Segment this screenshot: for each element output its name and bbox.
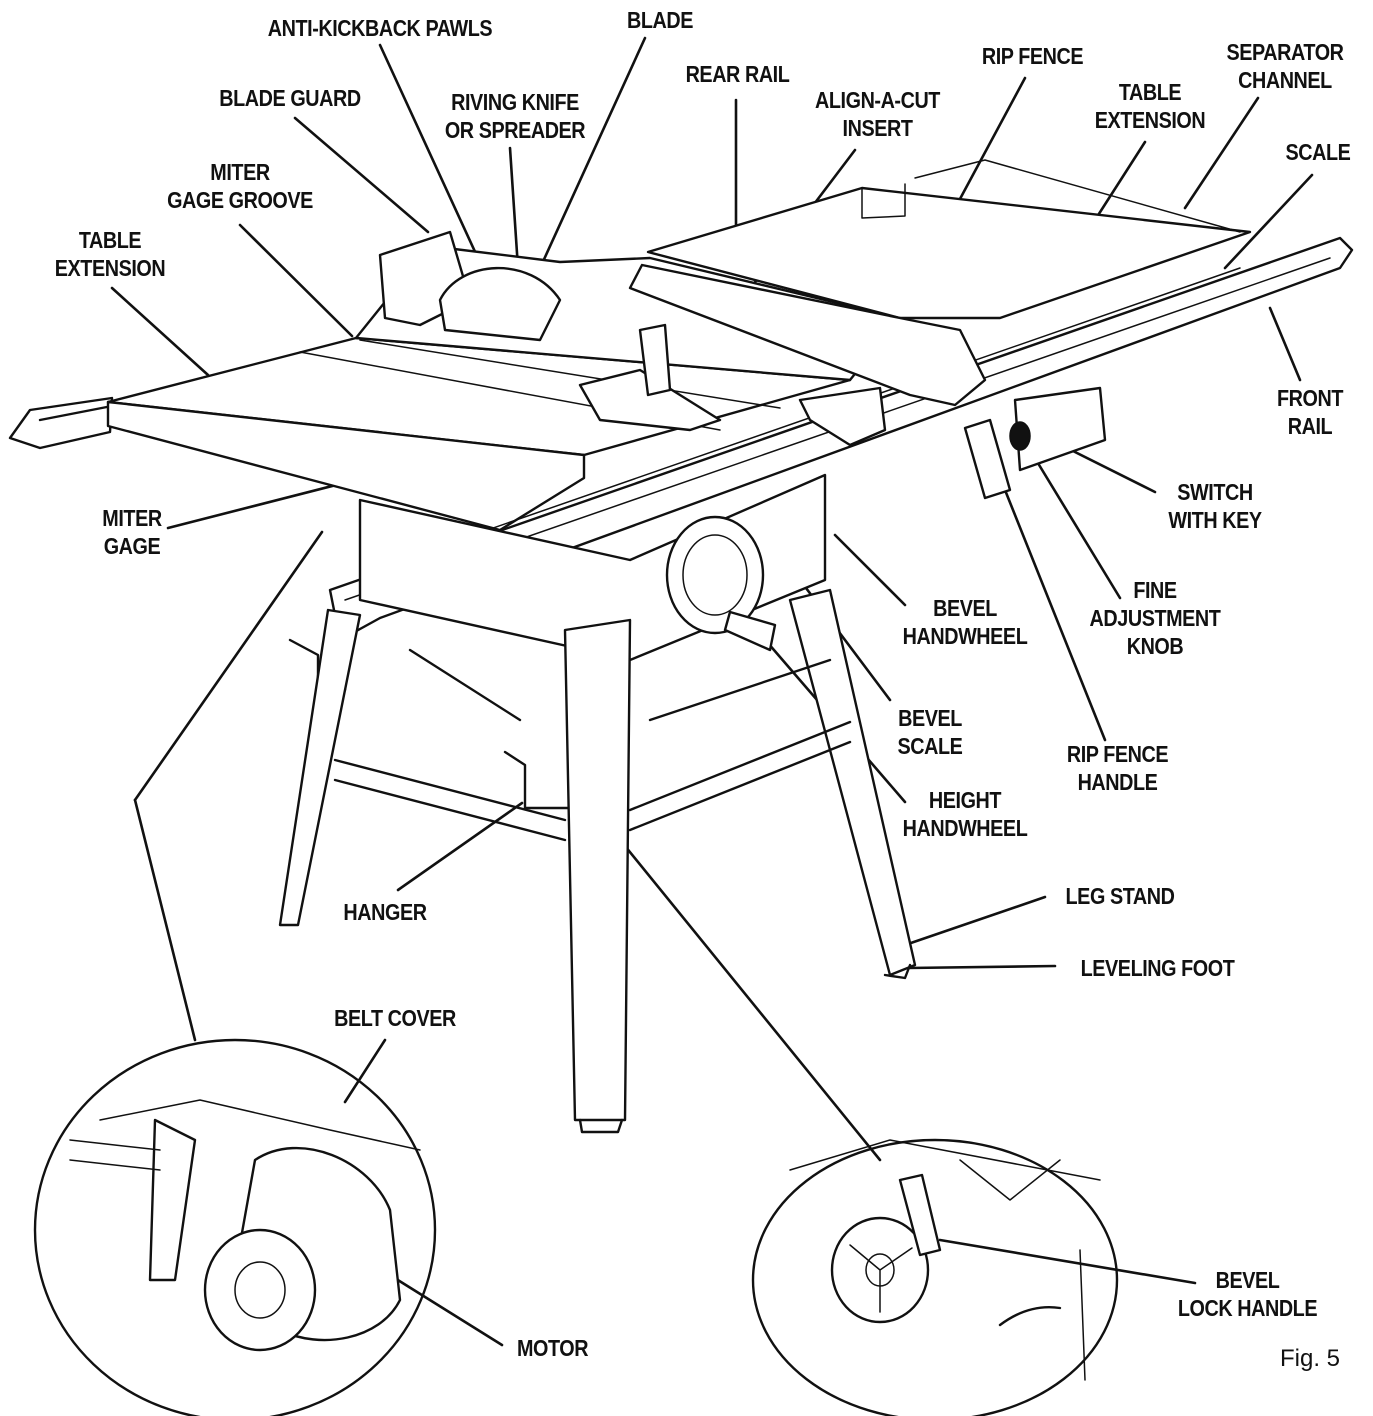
label-hanger: HANGER	[343, 899, 427, 925]
leader-bevel-lock-handle	[938, 1238, 1197, 1285]
table-extension-right-top	[646, 186, 1252, 320]
left-rail-end	[8, 396, 114, 450]
leader-belt-cover	[343, 1038, 387, 1104]
label-leveling-foot: LEVELING FOOT	[1080, 955, 1235, 981]
leader-anti-kickback-pawls	[378, 43, 490, 282]
label-blade-guard: BLADE GUARD	[219, 85, 361, 111]
leader-blade-guard	[293, 116, 430, 234]
leader-miter-gage-groove	[238, 223, 354, 338]
blade	[438, 266, 562, 342]
inset-motor-circle	[33, 1038, 437, 1416]
leg-front-right	[788, 588, 917, 977]
height-handwheel	[665, 515, 765, 635]
leader-scale	[1223, 173, 1314, 270]
label-blade: BLADE	[626, 7, 693, 33]
leader-inset-right	[610, 828, 882, 1162]
leader-leg-stand	[903, 895, 1047, 947]
miter-gage-base	[578, 368, 722, 432]
leader-motor	[383, 1270, 504, 1347]
table-front-edge-left	[106, 400, 586, 532]
rip-fence-handle	[963, 418, 1012, 500]
saw-body	[8, 159, 1354, 1134]
label-rip-fence: RIP FENCE	[981, 43, 1084, 69]
inset-bevel-lock-handle	[898, 1173, 942, 1257]
leader-inset-left-top	[133, 530, 324, 802]
leg-front-left	[278, 608, 362, 927]
leg-front-center	[563, 618, 632, 1122]
leader-fine-adjustment-knob	[1028, 448, 1122, 600]
label-leg-stand: LEG STAND	[1065, 883, 1175, 909]
rip-fence-clamp	[798, 386, 887, 447]
inset-motor	[33, 1038, 437, 1416]
leader-rip-fence-handle	[1003, 488, 1107, 742]
figure-caption: Fig. 5	[1280, 1345, 1341, 1372]
label-belt-cover: BELT COVER	[334, 1005, 456, 1031]
height-handwheel-knob	[723, 610, 777, 652]
leader-separator-channel	[1183, 96, 1260, 210]
inset-motor-endcap	[203, 1228, 317, 1352]
inset-bevel-lock	[751, 1138, 1119, 1416]
label-scale: SCALE	[1285, 139, 1351, 165]
leader-bevel-handwheel	[833, 533, 907, 607]
rip-fence	[628, 263, 987, 407]
inset-belt-guard	[148, 1118, 197, 1282]
label-anti-kickback-pawls: ANTI-KICKBACK PAWLS	[267, 15, 493, 41]
miter-gage-handle	[638, 323, 672, 397]
fine-adjustment-knob	[1009, 421, 1031, 451]
leader-table-extension-left	[110, 286, 210, 377]
label-rear-rail: REAR RAIL	[685, 61, 790, 87]
leader-leveling-foot	[906, 964, 1057, 970]
leader-front-rail	[1268, 306, 1302, 382]
leader-inset-left-bottom	[133, 798, 197, 1042]
leader-hanger	[396, 801, 524, 892]
inset-bevel-lock-circle	[751, 1138, 1119, 1416]
label-motor: MOTOR	[516, 1335, 589, 1361]
